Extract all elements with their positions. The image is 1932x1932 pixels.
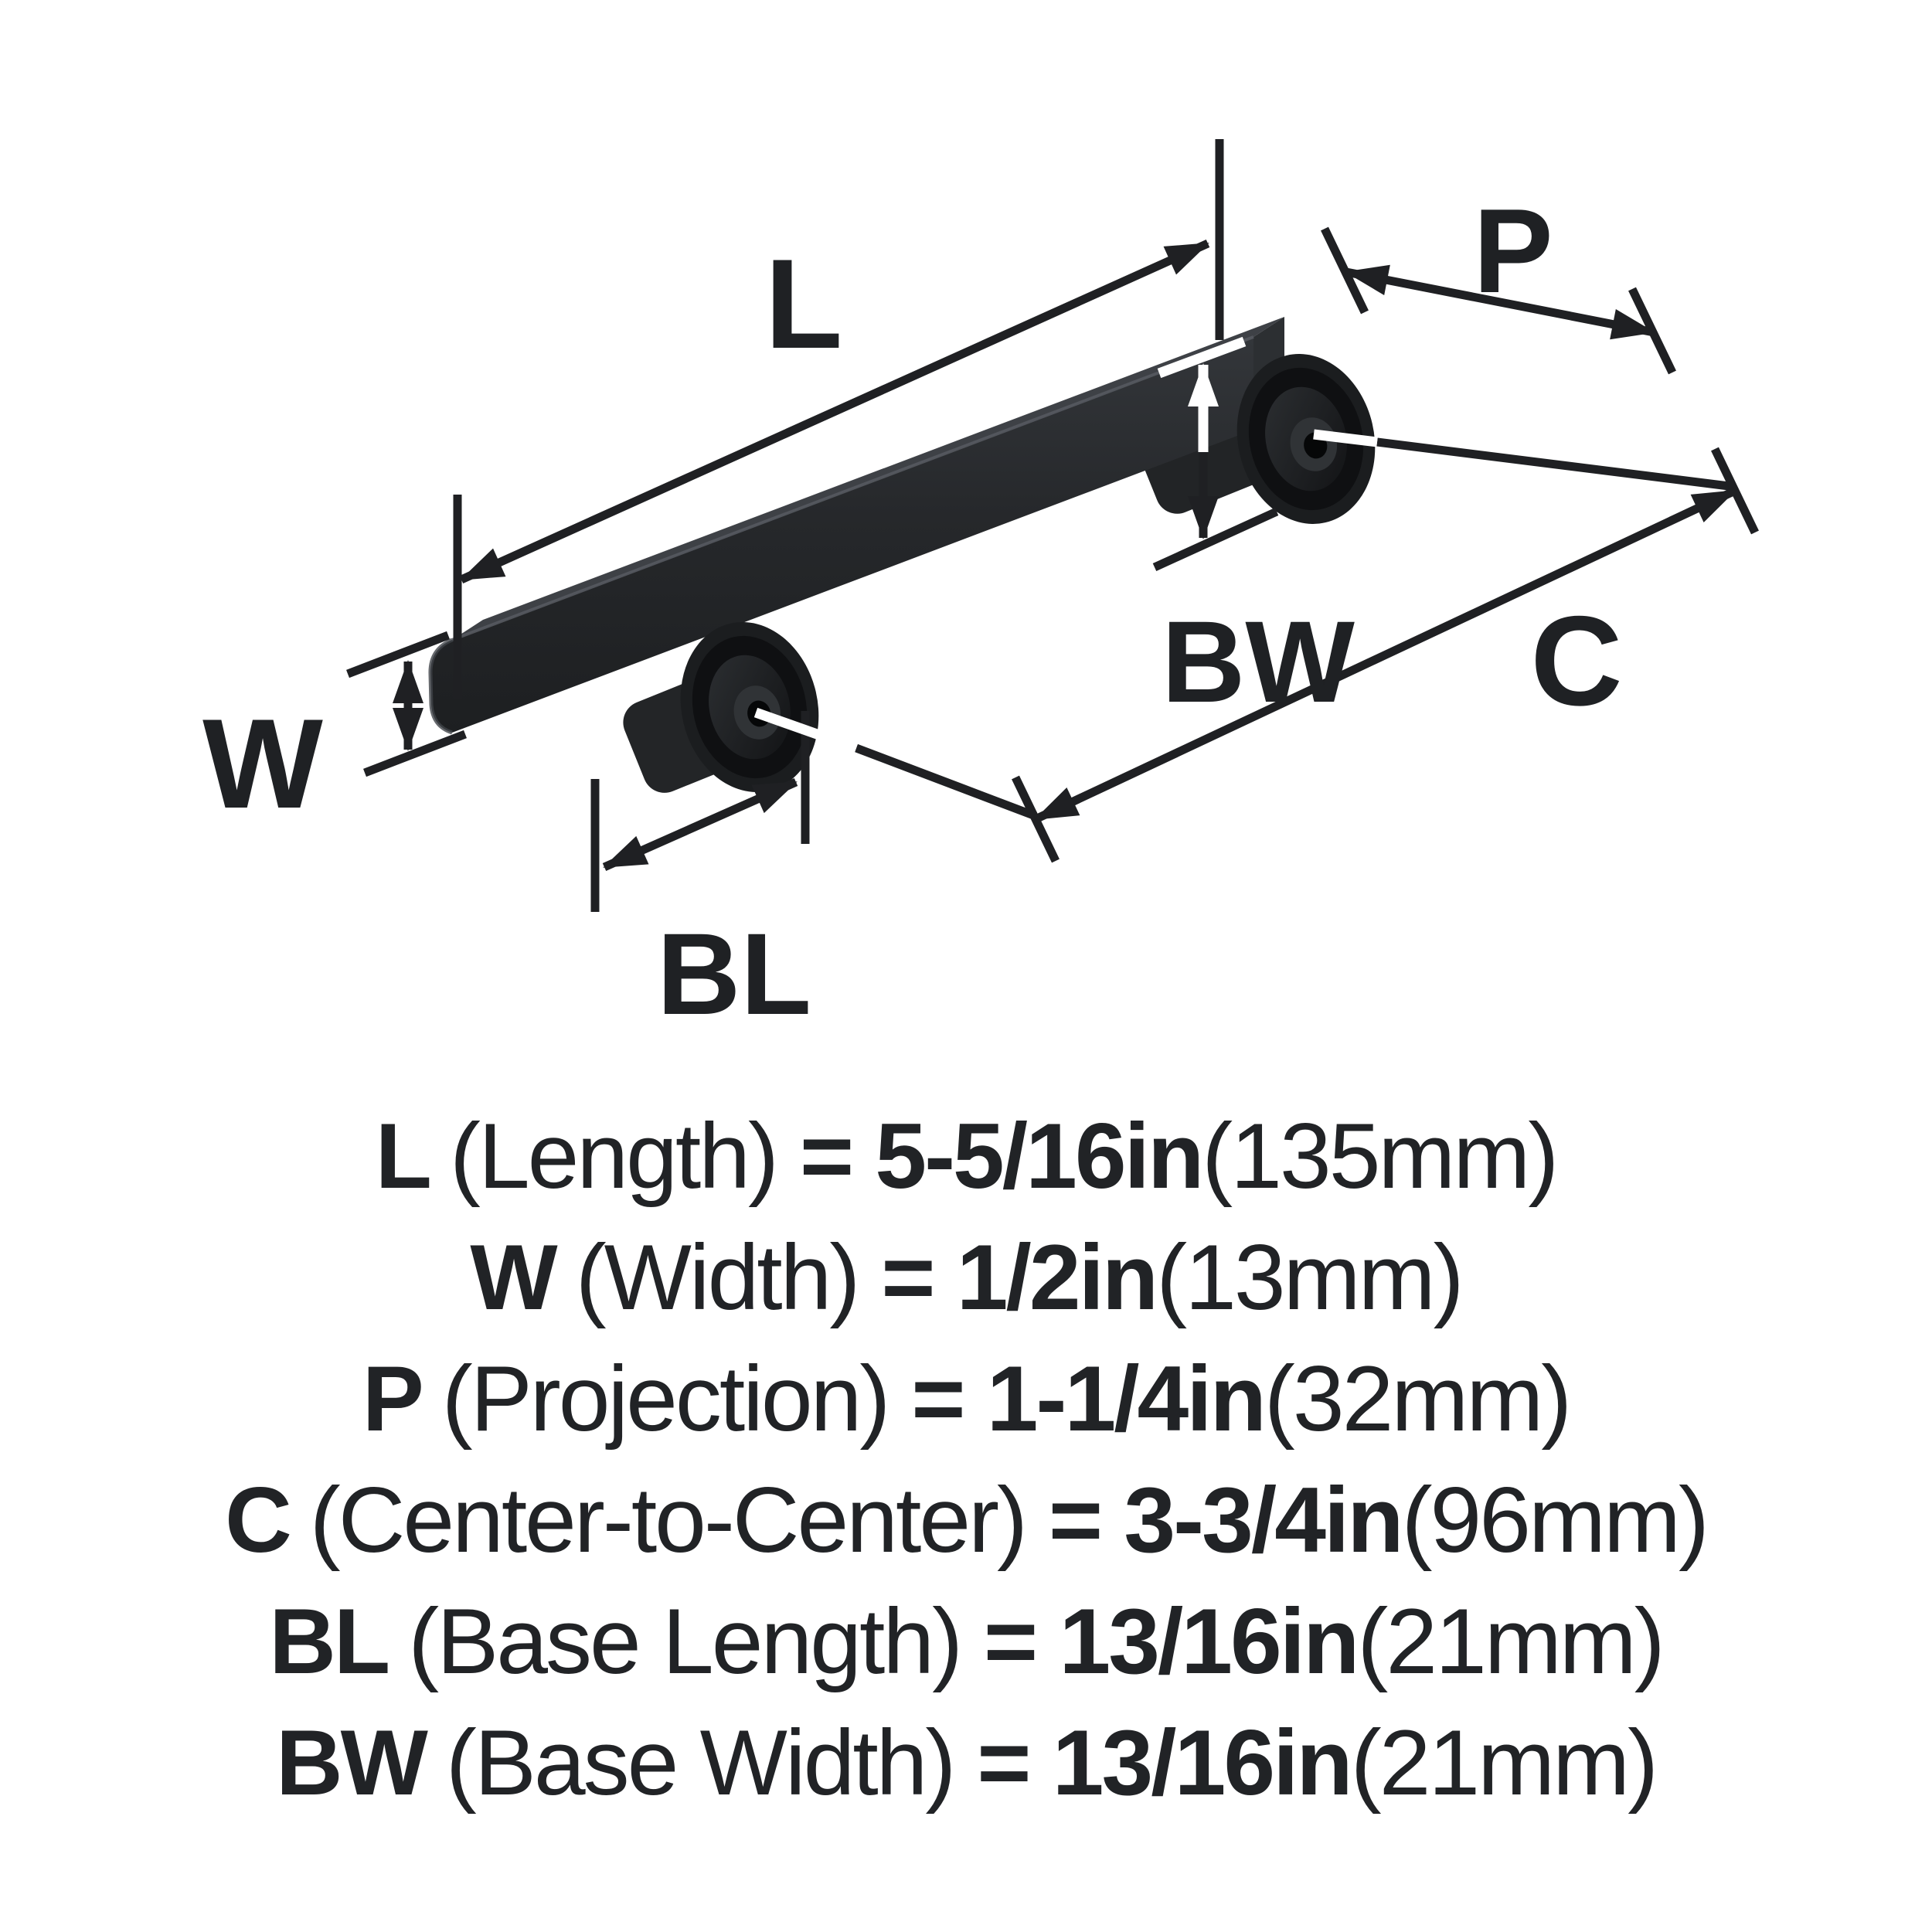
spec-metric: (13mm) [1156,1226,1464,1329]
c-left-centerline [855,743,1037,821]
label-center-to-center: C [1530,590,1622,732]
l-dimension-line [459,239,1210,584]
label-base-width: BW [1162,597,1355,726]
spec-metric: (21mm) [1357,1590,1665,1693]
dimension-annotations [346,139,1759,912]
dim-width [346,631,467,777]
handle-diagram: L P C BW W BL [202,139,1759,1039]
spec-center-to-center: C(Center-to-Center)= 3-3/4in(96mm) [0,1460,1932,1581]
spec-value: = 13/16in [977,1711,1352,1815]
label-base-length: BL [657,909,811,1039]
spec-key: W [470,1226,557,1329]
right-screw-centerline [1313,429,1378,447]
spec-metric: (21mm) [1350,1711,1658,1815]
spec-desc: (Width) [575,1226,861,1329]
spec-metric: (135mm) [1202,1104,1559,1208]
bar-left-cap-edge [428,638,454,735]
label-length: L [765,233,843,375]
dimension-spec-list: L(Length)= 5-5/16in(135mm) W(Width)= 1/2… [0,1096,1932,1824]
spec-key: P [362,1347,424,1451]
w-tick-top [346,631,450,679]
spec-desc: (Center-to-Center) [309,1468,1028,1572]
spec-value: = 1-1/4in [911,1347,1267,1451]
bw-tick-top-white [1157,336,1247,379]
spec-value: = 1/2in [881,1226,1158,1329]
spec-width: W(Width)= 1/2in(13mm) [0,1217,1932,1338]
spec-value: = 5-5/16in [799,1104,1204,1208]
spec-desc: (Projection) [441,1347,891,1451]
spec-length: L(Length)= 5-5/16in(135mm) [0,1096,1932,1217]
spec-key: L [375,1104,432,1208]
spec-value: = 3-3/4in [1049,1468,1404,1572]
left-flange [680,622,819,792]
bl-dimension-line [602,777,798,872]
spec-projection: P(Projection)= 1-1/4in(32mm) [0,1338,1932,1460]
dim-projection [1321,226,1676,375]
spec-metric: (96mm) [1401,1468,1709,1572]
dim-base-width [1152,336,1279,572]
spec-metric: (32mm) [1264,1347,1572,1451]
c-right-centerline [1376,437,1736,492]
dim-center-to-center [855,437,1759,863]
dim-length [453,139,1224,699]
spec-base-width: BW(Base Width)= 13/16in(21mm) [0,1702,1932,1824]
spec-key: BL [269,1590,390,1693]
spec-key: C [225,1468,292,1572]
left-screw-centerline [753,707,859,753]
spec-key: BW [275,1711,428,1815]
spec-desc: (Base Length) [408,1590,963,1693]
spec-base-length: BL(Base Length)= 13/16in(21mm) [0,1581,1932,1702]
spec-value: = 13/16in [984,1590,1359,1693]
label-width: W [202,692,323,835]
p-dimension-line [1345,264,1655,340]
spec-desc: (Base Width) [445,1711,957,1815]
handle-pull [428,317,1376,793]
w-tick-bottom [363,730,467,777]
bw-tick-bottom [1152,507,1279,572]
spec-desc: (Length) [449,1104,779,1208]
bar-edge-highlight [451,335,1254,641]
label-projection: P [1473,184,1553,318]
c-dimension-line [1033,487,1737,823]
right-flange [1236,354,1376,524]
